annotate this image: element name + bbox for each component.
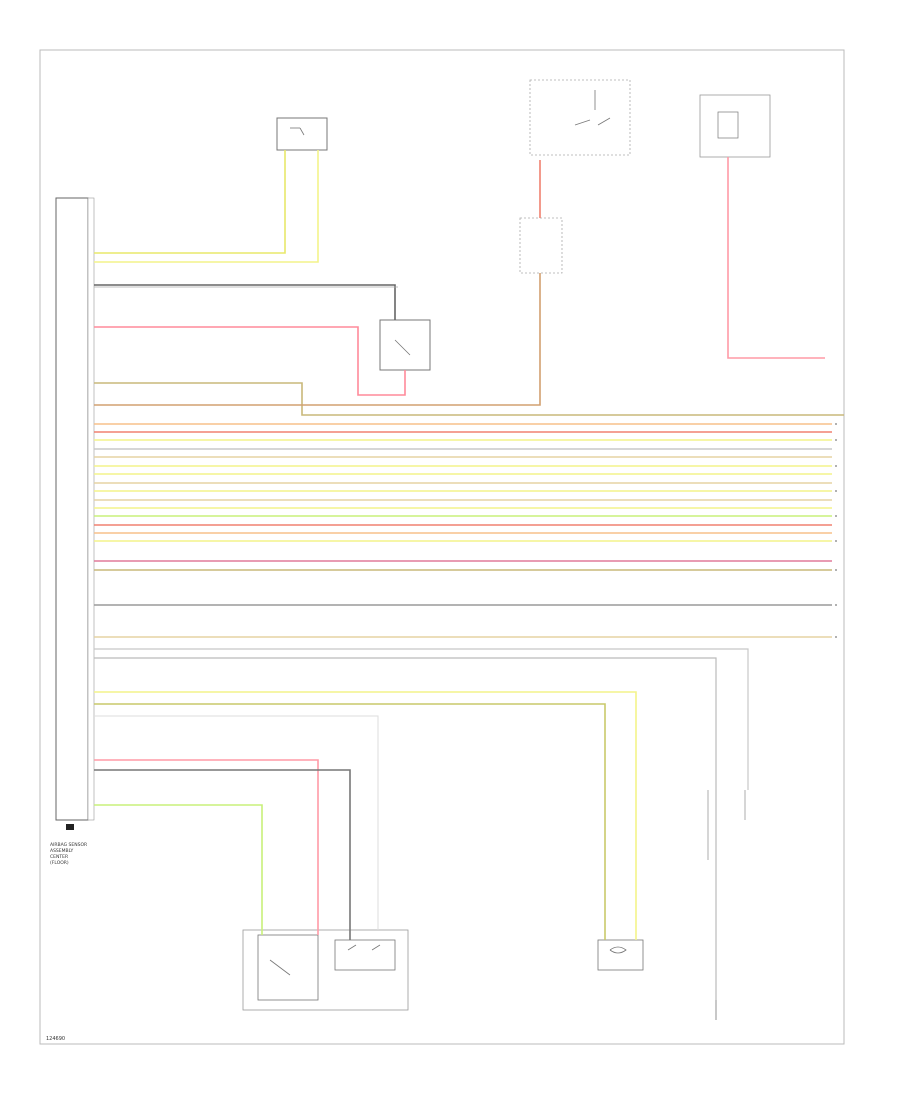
fuse-box-top-right (699, 94, 771, 158)
wire-pink-right (727, 157, 825, 359)
bus-wire-20 (94, 648, 749, 790)
wire-yellow-low-1 (94, 691, 637, 940)
bus-wire-21 (94, 657, 717, 1000)
module-label-line-1: AIRBAG SENSOR (50, 842, 87, 848)
wire-lightgray-low (94, 715, 379, 930)
wires (94, 150, 844, 1000)
seat-belt-buckle-switch (242, 929, 409, 1011)
wire-gray-low (94, 769, 351, 940)
wire-yellowgreen-low (94, 804, 263, 935)
module-label-line-4: (FLOOR) (50, 860, 69, 866)
wire-yellow-2 (94, 150, 319, 263)
airbag-sensor-assembly: AIRBAG SENSOR ASSEMBLY CENTER (FLOOR) (50, 197, 95, 866)
wire-yellow-1 (94, 150, 286, 254)
junction-block (519, 217, 563, 274)
footer-code: 124690 (46, 1036, 65, 1042)
module-label-line-3: CENTER (50, 854, 68, 860)
side-sensor-right (707, 790, 746, 1020)
bus-terminals (835, 423, 837, 638)
wire-brown-1 (94, 273, 541, 406)
wire-olive-1 (94, 382, 844, 416)
diagram-frame (39, 49, 845, 1045)
wire-pink-low (94, 759, 319, 935)
pretensioner (597, 939, 644, 971)
wire-pink-1 (94, 326, 406, 396)
front-sensor-top (276, 117, 328, 151)
wire-olive-low (94, 703, 606, 940)
module-label-line-2: ASSEMBLY (50, 848, 74, 854)
ignition-switch-box (529, 79, 631, 156)
wire-gray-1 (94, 284, 396, 320)
center-switch-box (379, 319, 431, 371)
